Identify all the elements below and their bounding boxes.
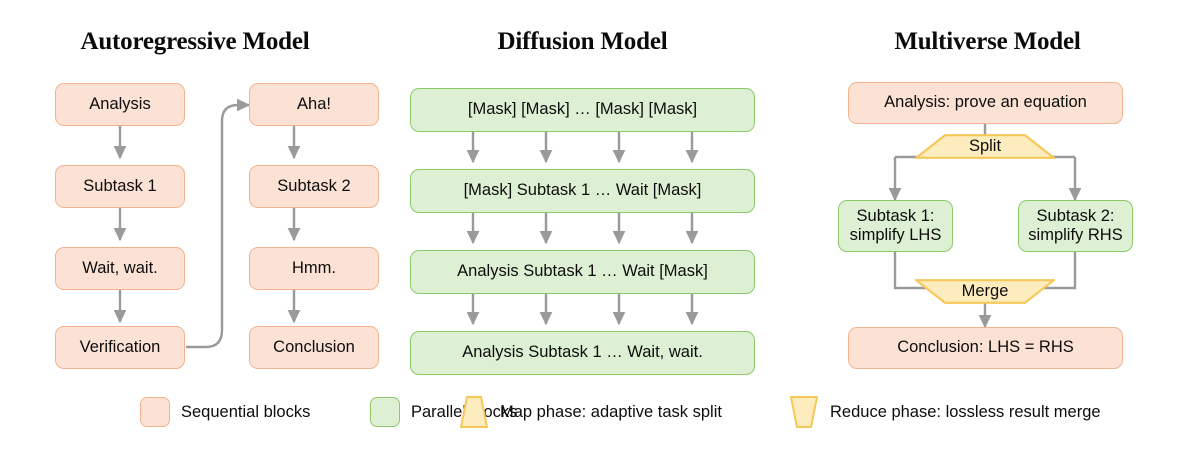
diffusion-step-2[interactable]: [Mask] Subtask 1 … Wait [Mask] (410, 169, 755, 213)
multiverse-root[interactable]: Analysis: prove an equation (848, 82, 1123, 124)
diffusion-step-1[interactable]: [Mask] [Mask] … [Mask] [Mask] (410, 88, 755, 132)
legend-swatch-sequential (140, 397, 170, 427)
node-verification[interactable]: Verification (55, 326, 185, 369)
multiverse-split-label: Split (968, 137, 1002, 155)
legend-label-sequential: Sequential blocks (181, 402, 311, 421)
node-aha[interactable]: Aha! (249, 83, 379, 126)
multiverse-result[interactable]: Conclusion: LHS = RHS (848, 327, 1123, 369)
node-conclusion[interactable]: Conclusion (249, 326, 379, 369)
legend-label-map-phase: Map phase: adaptive task split (500, 402, 722, 421)
legend-label-reduce-phase: Reduce phase: lossless result merge (830, 402, 1101, 421)
legend-item-reduce-phase: Reduce phase: lossless result merge (789, 395, 1101, 429)
legend-item-map-phase: Map phase: adaptive task split (459, 395, 722, 429)
trapezoid-down-icon (915, 279, 1055, 304)
multiverse-branch-2[interactable]: Subtask 2: simplify RHS (1018, 200, 1133, 252)
node-subtask-1[interactable]: Subtask 1 (55, 165, 185, 208)
multiverse-merge-phase[interactable]: Merge (915, 279, 1055, 304)
diffusion-step-3[interactable]: Analysis Subtask 1 … Wait [Mask] (410, 250, 755, 294)
branch-2-line-2: simplify RHS (1028, 226, 1123, 244)
node-hmm[interactable]: Hmm. (249, 247, 379, 290)
legend-swatch-parallel (370, 397, 400, 427)
panel-title-multiverse: Multiverse Model (894, 28, 1081, 55)
panel-title-autoregressive: Autoregressive Model (80, 28, 310, 55)
branch-1-line-1: Subtask 1: (856, 206, 935, 225)
panel-title-diffusion: Diffusion Model (497, 28, 668, 55)
legend-trapezoid-up-icon (460, 396, 488, 428)
node-analysis[interactable]: Analysis (55, 83, 185, 126)
legend-item-sequential: Sequential blocks (140, 397, 310, 427)
legend-trapezoid-down-icon (790, 396, 818, 428)
multiverse-split-phase[interactable]: Split (915, 134, 1055, 159)
node-wait-wait[interactable]: Wait, wait. (55, 247, 185, 290)
branch-1-line-2: simplify LHS (849, 226, 942, 244)
branch-2-line-1: Subtask 2: (1036, 206, 1115, 225)
multiverse-branch-1[interactable]: Subtask 1: simplify LHS (838, 200, 953, 252)
diffusion-step-4[interactable]: Analysis Subtask 1 … Wait, wait. (410, 331, 755, 375)
node-subtask-2[interactable]: Subtask 2 (249, 165, 379, 208)
multiverse-merge-label: Merge (961, 282, 1009, 300)
trapezoid-up-icon (915, 134, 1055, 159)
